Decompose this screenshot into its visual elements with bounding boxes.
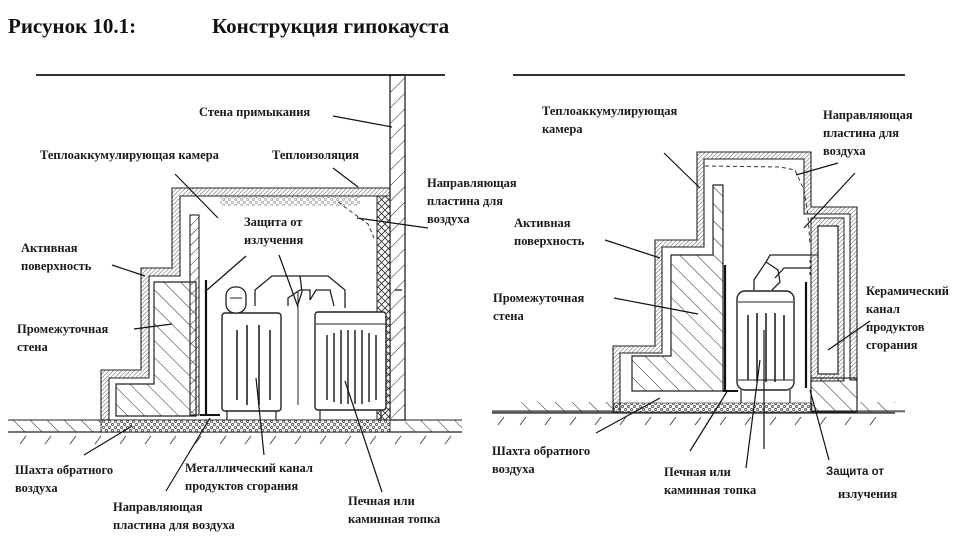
label-intermediate-wall-right: Промежуточная стена [493, 291, 585, 323]
stove-right [736, 290, 795, 403]
figure-number: Рисунок 10.1: [8, 14, 137, 38]
label-air-guide-plate-bottom: Направляющая пластина для воздуха [113, 500, 235, 532]
label-radiation-shield-right-line2: излучения [838, 487, 898, 501]
left-hypocaust-drawing [8, 74, 462, 493]
label-intermediate-wall: Промежуточная стена [17, 322, 109, 354]
label-firebox-left: Печная или каминная топка [348, 494, 441, 526]
stove-left [221, 286, 282, 420]
intermediate-wall-right [631, 184, 724, 392]
adjoining-wall [389, 74, 406, 421]
label-return-air-shaft-right: Шахта обратного воздуха [492, 444, 591, 476]
intermediate-wall [115, 281, 197, 417]
right-leader-lines [595, 152, 871, 469]
label-air-guide-plate-right: Направляющая пластина для воздуха [427, 176, 517, 226]
firebox-left-diagram [314, 311, 387, 420]
air-guide-plate-dashed [337, 201, 375, 239]
label-active-surface: Активная поверхность [21, 241, 92, 273]
left-leader-lines [83, 115, 429, 493]
label-metal-flue-channel: Металлический канал продуктов сгорания [185, 461, 313, 493]
right-hypocaust-drawing [492, 74, 905, 469]
label-active-surface-right: Активная поверхность [514, 216, 585, 248]
label-radiation-shield-right-line1: Защита от [826, 466, 884, 478]
label-return-air-shaft: Шахта обратного воздуха [15, 463, 114, 495]
label-heat-chamber: Теплоаккумулирующая камера [40, 148, 219, 162]
label-air-guide-plate-right-diagram: Направляющая пластина для воздуха [823, 108, 913, 158]
label-firebox-right: Печная или каминная топка [664, 465, 757, 497]
floor-insulation [100, 419, 391, 433]
label-ceramic-flue-channel: Керамический канал продуктов сгорания [866, 284, 949, 352]
ground-left [8, 419, 462, 445]
label-insulation: Теплоизоляция [272, 148, 360, 162]
label-radiation-shield: Защита от излучения [244, 215, 304, 247]
stove-flue-pipe [753, 254, 810, 291]
metal-flue-channel [254, 275, 311, 306]
inner-wall [189, 214, 200, 416]
label-heat-chamber-right: Теплоаккумулирующая камера [542, 104, 678, 136]
label-adjoining-wall: Стена примыкания [199, 105, 311, 119]
air-guide-plate-dashed-right [704, 165, 811, 246]
top-insulation [220, 197, 360, 206]
figure-title: Конструкция гипокауста [212, 14, 450, 38]
flue-base-block [810, 377, 858, 413]
